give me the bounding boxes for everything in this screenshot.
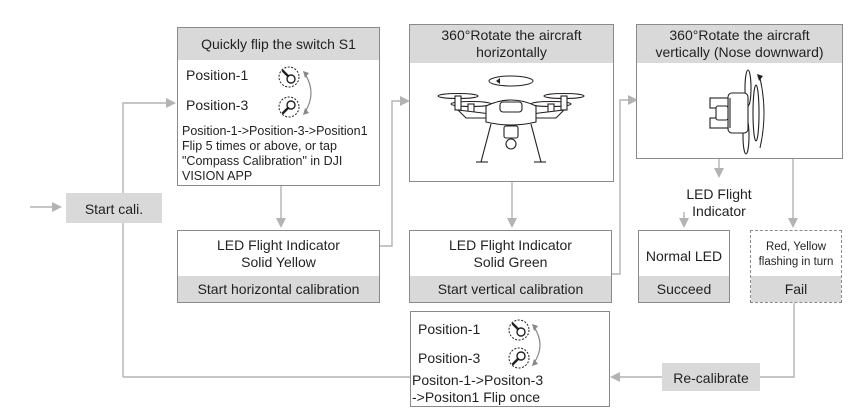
fail-result-bar	[751, 276, 841, 302]
led-green-action: Start vertical calibration	[437, 281, 584, 297]
recal-position3: Position-3	[418, 350, 481, 366]
recal-switch-position1-icon	[508, 319, 530, 341]
led-green-line1: LED Flight Indicator	[449, 237, 572, 253]
flip-arrow-icon	[303, 71, 312, 115]
recal-switch-position3-icon	[508, 347, 530, 369]
fail-line1: Red, Yellow	[765, 241, 827, 253]
led-green-line2: Solid Green	[473, 254, 548, 270]
led-yellow-action-bar	[178, 276, 379, 302]
step1-position1: Position-1	[186, 67, 249, 83]
step1-desc-line2: Flip 5 times or above, or tap	[182, 139, 337, 153]
step1-position3: Position-3	[186, 97, 249, 113]
led-green-action-bar	[410, 276, 611, 302]
success-result-bar	[639, 276, 729, 302]
step1-desc-line3: "Compass Calibration" in DJI	[182, 154, 343, 168]
aircraft-vertical-icon	[709, 69, 765, 155]
step2-title-line2: horizontally	[476, 44, 547, 60]
step3-title-line2: vertically (Nose downward)	[655, 44, 824, 60]
step3-header	[637, 25, 842, 63]
recal-position1: Position-1	[418, 321, 481, 337]
recal-desc-line2: ->Positon1 Flip once	[412, 389, 541, 405]
switch-position1-icon	[278, 66, 300, 88]
recalibrate-label: Re-calibrate	[673, 370, 749, 386]
led-yellow-line2: Solid Yellow	[241, 254, 316, 270]
step2-title-line1: 360°Rotate the aircraft	[441, 27, 582, 43]
start-node	[66, 193, 162, 223]
recalibrate-node	[662, 363, 760, 391]
success-label: Normal LED	[645, 248, 723, 264]
fail-line2: flashing in turn	[758, 256, 834, 268]
led-indicator-line2: Indicator	[692, 203, 746, 219]
start-label: Start cali.	[84, 201, 144, 217]
switch-position3-icon	[278, 96, 300, 118]
step2-header	[410, 25, 613, 63]
step1-desc-line1: Position-1->Position-3->Position1	[182, 124, 368, 138]
recal-flip-arrow-icon	[532, 324, 541, 366]
led-indicator-line1: LED Flight	[686, 186, 752, 202]
led-yellow-line1: LED Flight Indicator	[217, 237, 340, 253]
arrow-fail-to-recal	[760, 303, 795, 378]
step3-title-line1: 360°Rotate the aircraft	[669, 27, 810, 43]
step1-title: Quickly flip the switch S1	[201, 36, 356, 52]
step1-desc-line4: VISION APP	[182, 169, 253, 183]
arrow-yellow-to-step2	[380, 96, 410, 247]
fail-result: Fail	[784, 281, 808, 297]
step1-header	[178, 28, 379, 60]
led-yellow-action: Start horizontal calibration	[197, 281, 360, 297]
arrow-green-to-step3	[612, 95, 638, 275]
aircraft-horizontal-icon	[437, 75, 585, 163]
feedback-line	[122, 98, 176, 377]
recal-desc-line1: Positon-1->Positon-3	[412, 372, 544, 388]
success-result: Succeed	[656, 281, 712, 297]
